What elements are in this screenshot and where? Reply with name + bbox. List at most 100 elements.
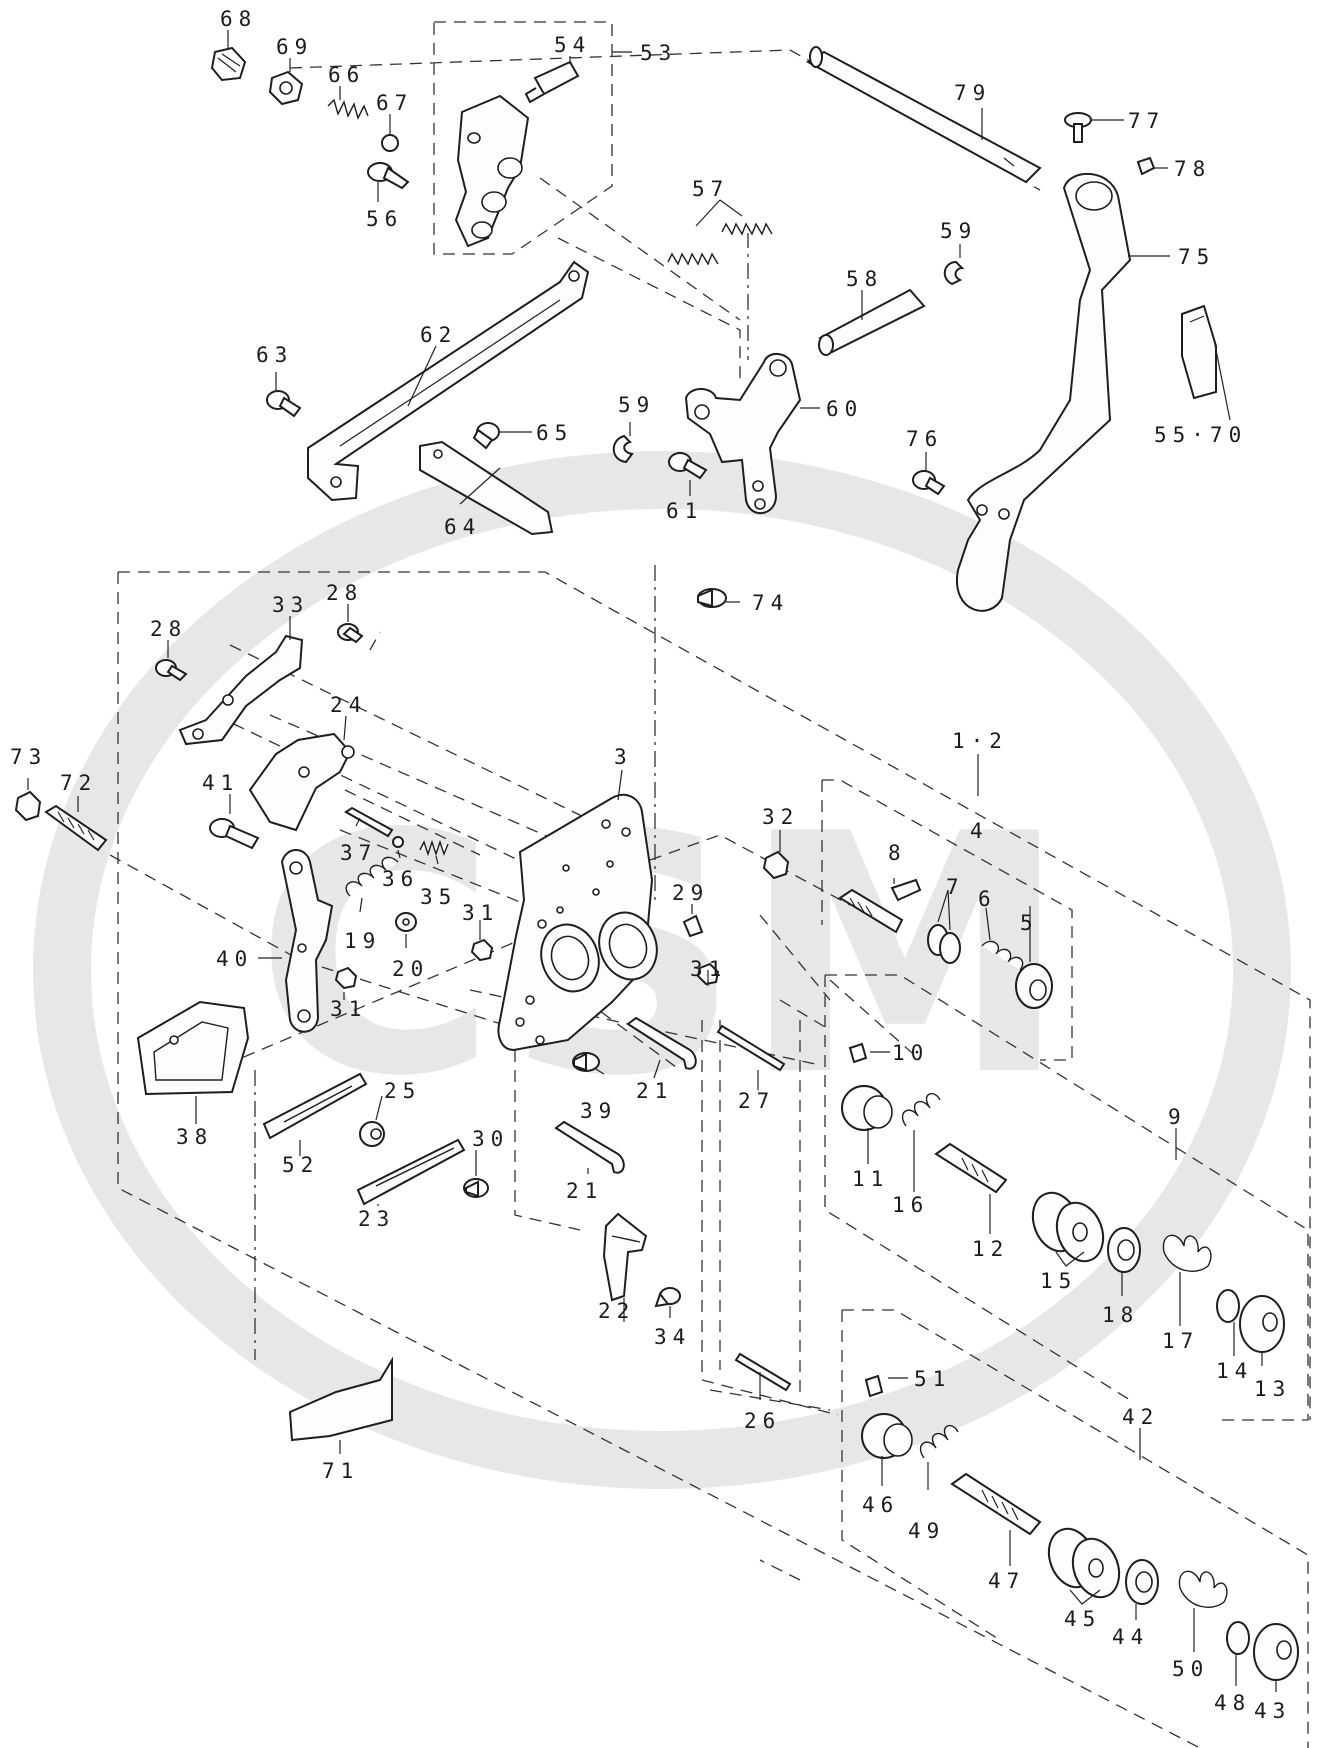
part-disc-18	[1107, 1227, 1141, 1273]
part-clip-59-top	[943, 260, 965, 286]
part-spring-57b	[721, 222, 773, 236]
callout-14: 14	[1216, 1359, 1253, 1383]
callout-21b: 21	[566, 1179, 603, 1203]
leader-lines	[27, 30, 1277, 1692]
part-slider-23	[356, 1138, 466, 1206]
callout-59b: 59	[618, 393, 655, 417]
callout-36: 36	[382, 867, 419, 891]
callout-59a: 59	[940, 219, 977, 243]
callout-9: 9	[1168, 1105, 1187, 1129]
callout-25: 25	[384, 1079, 421, 1103]
part-clip-59-mid	[612, 434, 634, 464]
part-stud-47	[950, 1472, 1042, 1536]
callout-39: 39	[580, 1099, 617, 1123]
callout-43: 43	[1254, 1699, 1291, 1723]
part-spring-19	[345, 856, 399, 897]
part-setscrew-78	[1136, 156, 1156, 176]
part-rod-26	[734, 1352, 792, 1392]
callout-22: 22	[598, 1299, 635, 1323]
callout-67: 67	[376, 91, 413, 115]
part-pin-21b	[554, 1120, 625, 1174]
callout-17: 17	[1162, 1329, 1199, 1353]
callout-48: 48	[1214, 1691, 1251, 1715]
part-washer-14	[1216, 1289, 1240, 1323]
callout-78: 78	[1174, 157, 1211, 181]
callout-75: 75	[1178, 245, 1215, 269]
callout-21a: 21	[636, 1079, 673, 1103]
callout-31b: 31	[330, 997, 367, 1021]
part-screw-41	[209, 818, 260, 850]
part-screw-61	[668, 452, 708, 480]
callout-31a: 31	[462, 901, 499, 925]
callout-61: 61	[666, 499, 703, 523]
callout-76: 76	[906, 427, 943, 451]
callout-32: 32	[762, 805, 799, 829]
callout-74: 74	[752, 591, 789, 615]
callout-73: 73	[10, 745, 47, 769]
part-screw-39	[572, 1052, 600, 1072]
callout-8: 8	[888, 841, 907, 865]
callout-64: 64	[444, 515, 481, 539]
callout-23: 23	[358, 1207, 395, 1231]
callout-18: 18	[1102, 1303, 1139, 1327]
callout-15: 15	[1040, 1269, 1077, 1293]
part-knob-13	[1239, 1295, 1285, 1353]
callout-19: 19	[344, 929, 381, 953]
callout-28a: 28	[150, 617, 187, 641]
part-ball-67	[381, 134, 399, 152]
callout-63: 63	[256, 343, 293, 367]
part-shaft-79	[806, 46, 1042, 184]
part-spring-35	[419, 839, 449, 857]
part-spring-66	[327, 98, 369, 120]
callout-60: 60	[826, 397, 863, 421]
part-spring-16	[901, 1092, 941, 1127]
callout-6: 6	[978, 887, 997, 911]
part-disc-7b	[939, 932, 961, 964]
part-collar-25	[359, 1121, 385, 1147]
part-setscrew-10	[848, 1042, 868, 1064]
part-block-53	[454, 94, 530, 248]
callout-38: 38	[176, 1125, 213, 1149]
callout-20: 20	[392, 957, 429, 981]
part-screw-76	[912, 470, 946, 496]
callout-71: 71	[322, 1459, 359, 1483]
callout-69: 69	[276, 35, 313, 59]
part-stud-8	[838, 878, 922, 934]
part-spring-50	[1178, 1570, 1228, 1608]
part-nut-69	[268, 70, 304, 106]
part-disc-44	[1125, 1559, 1159, 1605]
part-discs-45	[1047, 1527, 1121, 1599]
callout-37: 37	[340, 841, 377, 865]
callout-42: 42	[1122, 1405, 1159, 1429]
callout-13: 13	[1254, 1377, 1291, 1401]
callout-11: 11	[852, 1167, 889, 1191]
callout-3: 3	[614, 745, 633, 769]
callout-27: 27	[738, 1089, 775, 1113]
part-screw-28a	[155, 659, 188, 682]
part-pin-37	[344, 806, 394, 838]
part-nut-73	[14, 790, 42, 822]
callout-35: 35	[420, 885, 457, 909]
callout-72: 72	[60, 771, 97, 795]
part-blade-64	[419, 440, 554, 536]
part-screw-63	[266, 390, 302, 418]
callout-1-2: 1·2	[952, 729, 1008, 753]
callout-68: 68	[220, 7, 257, 31]
part-washer-20	[395, 912, 417, 932]
callout-62: 62	[420, 323, 457, 347]
part-setscrew-29	[682, 914, 704, 938]
part-screw-77	[1064, 112, 1092, 143]
part-stud-12	[934, 1142, 1008, 1194]
callout-30: 30	[472, 1127, 509, 1151]
part-washer-48	[1226, 1621, 1250, 1655]
part-lever-40	[280, 849, 334, 1033]
callout-12: 12	[972, 1237, 1009, 1261]
callout-45: 45	[1064, 1607, 1101, 1631]
part-screw-34	[654, 1287, 681, 1308]
callout-28b: 28	[326, 581, 363, 605]
callout-66: 66	[328, 63, 365, 87]
part-spring-49	[919, 1424, 959, 1459]
callout-58: 58	[846, 267, 883, 291]
part-nut-32	[762, 850, 790, 880]
callout-49: 49	[908, 1519, 945, 1543]
